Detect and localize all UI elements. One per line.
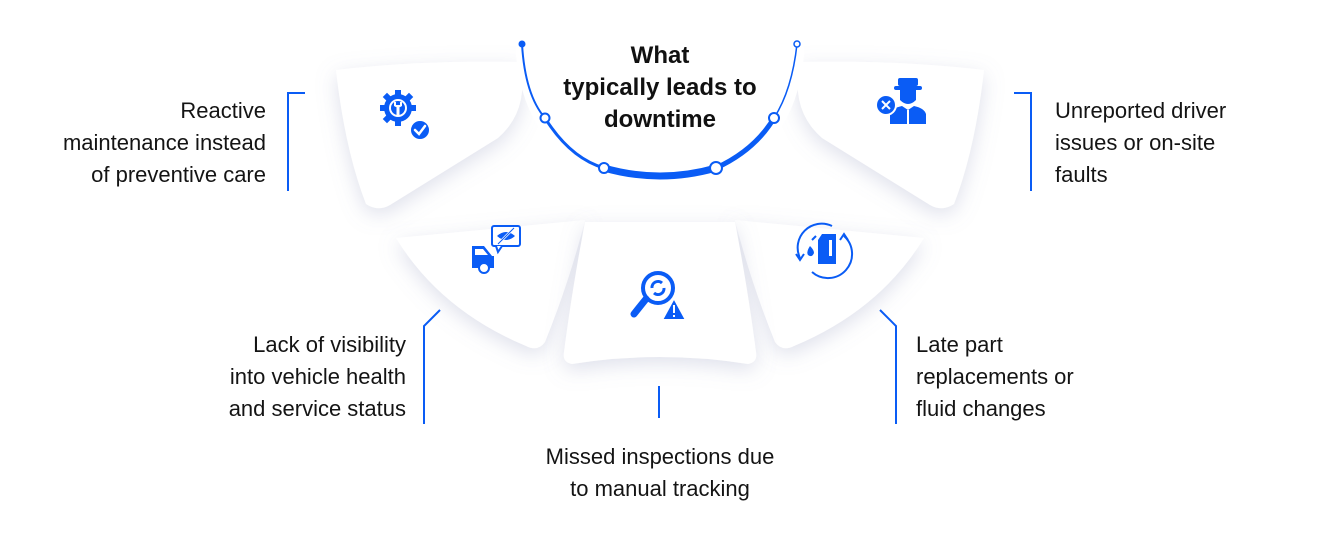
center-arc-thin-left bbox=[521, 43, 546, 119]
center-arc-right bbox=[714, 116, 777, 171]
connector-driver bbox=[1014, 92, 1032, 191]
label-line: faults bbox=[1055, 162, 1108, 187]
label-reactive: Reactive maintenance instead of preventi… bbox=[6, 95, 266, 191]
label-line: Lack of visibility bbox=[253, 332, 406, 357]
arc-node bbox=[768, 112, 780, 124]
label-line: into vehicle health bbox=[229, 364, 406, 389]
title-line: downtime bbox=[604, 106, 716, 133]
label-inspections: Missed inspections due to manual trackin… bbox=[500, 441, 820, 505]
center-arc-bottom bbox=[603, 164, 717, 180]
label-parts: Late part replacements or fluid changes bbox=[916, 329, 1136, 425]
arc-node bbox=[518, 40, 526, 48]
arc-node bbox=[793, 40, 801, 48]
driver-x-icon bbox=[875, 78, 926, 124]
label-line: Reactive bbox=[180, 98, 266, 123]
label-line: and service status bbox=[228, 396, 406, 421]
center-disc bbox=[515, 40, 805, 182]
label-line: replacements or bbox=[916, 364, 1074, 389]
arc-node bbox=[539, 112, 551, 124]
title-line: typically leads to bbox=[563, 74, 757, 101]
arc-node bbox=[709, 161, 723, 175]
label-line: Unreported driver bbox=[1055, 98, 1227, 123]
petal-visibility bbox=[396, 220, 585, 349]
diagram-title: What typically leads to downtime bbox=[540, 40, 780, 136]
center-arc-thin-right bbox=[773, 43, 798, 119]
petal-parts bbox=[735, 220, 924, 349]
label-line: Missed inspections due bbox=[545, 444, 775, 469]
label-line: to manual tracking bbox=[570, 476, 750, 501]
label-line: Late part bbox=[916, 332, 1003, 357]
gear-wrench-check-icon bbox=[380, 90, 431, 141]
petal-driver bbox=[797, 61, 984, 209]
oil-can-cycle-icon bbox=[795, 222, 854, 280]
label-line: issues or on-site bbox=[1055, 130, 1216, 155]
center-arc-left bbox=[543, 117, 605, 170]
label-line: of preventive care bbox=[91, 162, 266, 187]
label-line: fluid changes bbox=[916, 396, 1046, 421]
arc-node bbox=[598, 162, 610, 174]
connector-parts bbox=[879, 309, 897, 424]
truck-eye-off-icon bbox=[472, 225, 521, 274]
connector-visibility bbox=[423, 309, 441, 424]
search-gear-warning-icon bbox=[630, 271, 687, 321]
label-line: maintenance instead bbox=[62, 130, 266, 155]
label-visibility: Lack of visibility into vehicle health a… bbox=[166, 329, 406, 425]
connector-reactive bbox=[287, 92, 305, 191]
label-driver: Unreported driver issues or on-site faul… bbox=[1055, 95, 1295, 191]
title-line: What bbox=[630, 42, 690, 69]
